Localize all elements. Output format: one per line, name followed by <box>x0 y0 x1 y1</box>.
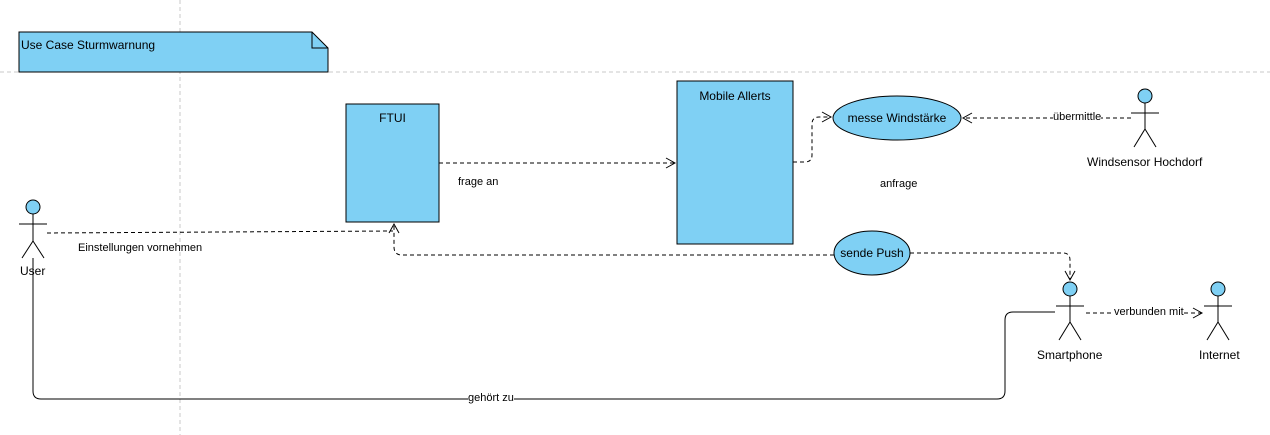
edge-label-frage-an: frage an <box>458 176 499 188</box>
edge-label-verbunden: verbunden mit <box>1114 306 1184 319</box>
actor-user[interactable] <box>19 199 47 259</box>
edge-user-smartphone[interactable] <box>32 258 1055 400</box>
edge-push-to-ftui[interactable] <box>388 222 834 256</box>
edge-label-anfrage: anfrage <box>880 178 918 190</box>
use-case-messe-label: messe Windstärke <box>847 111 947 125</box>
use-case-sende-label: sende Push <box>840 246 904 260</box>
edge-user-ftui[interactable] <box>46 230 394 234</box>
actor-windsensor-label: Windsensor Hochdorf <box>1087 155 1203 169</box>
note-title: Use Case Sturmwarnung <box>21 38 156 52</box>
actor-smartphone-label: Smartphone <box>1037 348 1103 362</box>
edge-label-gehoert: gehört zu <box>468 392 514 405</box>
note-shape[interactable] <box>18 31 329 73</box>
ftui-box[interactable] <box>345 103 440 223</box>
mobile-alerts-label: Mobile Allerts <box>699 89 771 103</box>
mobile-alerts-box[interactable] <box>676 80 794 245</box>
edge-label-uebermittle: übermittle <box>1053 111 1102 124</box>
actor-windsensor[interactable] <box>1131 88 1159 148</box>
actor-internet-label: Internet <box>1199 348 1240 362</box>
note-fold <box>311 32 328 49</box>
use-case-messe-windstaerke[interactable] <box>832 95 962 141</box>
actor-user-label: User <box>20 264 46 278</box>
edge-mobile-alerts-messe[interactable] <box>793 111 833 163</box>
edge-label-einstellungen: Einstellungen vornehmen <box>78 242 203 254</box>
ftui-label: FTUI <box>379 111 406 125</box>
edge-push-smartphone[interactable] <box>910 252 1076 282</box>
actor-smartphone[interactable] <box>1056 281 1084 341</box>
actor-internet[interactable] <box>1204 281 1232 341</box>
